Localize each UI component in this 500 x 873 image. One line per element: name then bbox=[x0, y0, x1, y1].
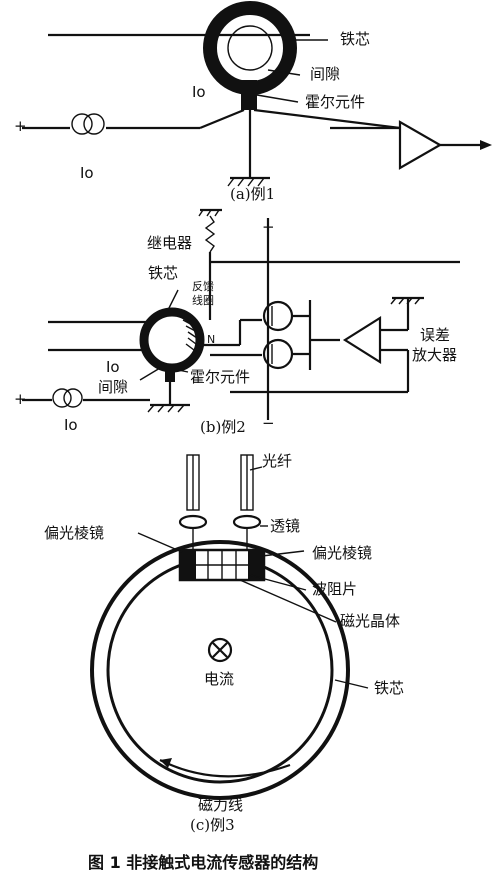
label-relay: 继电器 bbox=[147, 234, 192, 252]
label-gap: 间隙 bbox=[310, 65, 340, 83]
label-plus-top: + bbox=[262, 218, 275, 236]
amplifier-triangle bbox=[398, 120, 443, 170]
hall-element-b bbox=[165, 364, 175, 382]
label-polarizer-left: 偏光棱镜 bbox=[44, 524, 104, 542]
label-plus: + bbox=[14, 117, 27, 135]
diagram-example-1: 铁芯 间隙 霍尔元件 Io Io + (a)例1 bbox=[14, 1, 492, 203]
label-io-bottom-b: Io bbox=[64, 416, 78, 434]
label-n: N bbox=[207, 333, 215, 346]
caption-c: (c)例3 bbox=[190, 816, 235, 834]
label-feedback-1: 反馈 bbox=[192, 280, 214, 293]
hall-lead-right bbox=[253, 108, 401, 130]
diagram-example-3: 光纤 透镜 偏光棱镜 偏光棱镜 波阻片 磁光晶体 电流 铁芯 磁力线 (c)例3 bbox=[44, 452, 404, 834]
label-flux: 磁力线 bbox=[198, 796, 243, 814]
iron-core-ring-c bbox=[90, 540, 350, 800]
label-gap-b: 间隙 bbox=[98, 378, 128, 396]
label-io-top: Io bbox=[192, 83, 206, 101]
label-io-bottom: Io bbox=[80, 164, 94, 182]
label-hall-element: 霍尔元件 bbox=[305, 93, 365, 111]
label-iron-core-b: 铁芯 bbox=[148, 264, 178, 282]
label-plus-left: + bbox=[14, 390, 27, 408]
label-error-2: 放大器 bbox=[412, 346, 457, 364]
lens-right bbox=[232, 514, 262, 530]
caption-b: (b)例2 bbox=[200, 418, 246, 436]
label-lens: 透镜 bbox=[270, 517, 300, 535]
label-io-top-b: Io bbox=[106, 358, 120, 376]
label-waveplate: 波阻片 bbox=[312, 580, 357, 598]
core-inner-edge bbox=[227, 25, 273, 71]
label-iron-core: 铁芯 bbox=[340, 30, 370, 48]
polarizer-left bbox=[180, 550, 196, 580]
figure-title: 图 1 非接触式电流传感器的结构 bbox=[88, 853, 318, 872]
label-error-1: 误差 bbox=[420, 326, 450, 344]
label-current: 电流 bbox=[204, 670, 234, 688]
iron-core-ring bbox=[203, 1, 297, 95]
error-amplifier-triangle bbox=[342, 316, 382, 364]
caption-a: (a)例1 bbox=[230, 185, 275, 203]
label-minus: − bbox=[262, 414, 275, 432]
output-arrow-icon bbox=[480, 140, 492, 150]
feedback-coil bbox=[179, 314, 201, 354]
label-fiber: 光纤 bbox=[262, 452, 292, 470]
hall-lead-left bbox=[199, 108, 245, 130]
current-into-page-icon bbox=[207, 637, 233, 663]
lens-left bbox=[178, 514, 208, 530]
polarizer-right bbox=[248, 550, 264, 580]
label-hall-b: 霍尔元件 bbox=[190, 368, 250, 386]
label-iron-core-c: 铁芯 bbox=[374, 679, 404, 697]
flux-arrow-path bbox=[159, 759, 291, 778]
diagram-example-2: 继电器 铁芯 反馈 线圈 N 误差 放大器 Io Io 间隙 霍尔元件 + + … bbox=[14, 208, 460, 436]
current-source-icon bbox=[71, 113, 93, 135]
relay-coil bbox=[204, 215, 216, 253]
hall-element bbox=[241, 80, 257, 110]
label-polarizer-right: 偏光棱镜 bbox=[312, 544, 372, 562]
label-feedback-2: 线圈 bbox=[192, 293, 214, 307]
flux-arrow-head-icon bbox=[160, 758, 172, 768]
current-source-icon-b bbox=[52, 388, 72, 408]
label-crystal: 磁光晶体 bbox=[340, 612, 400, 630]
